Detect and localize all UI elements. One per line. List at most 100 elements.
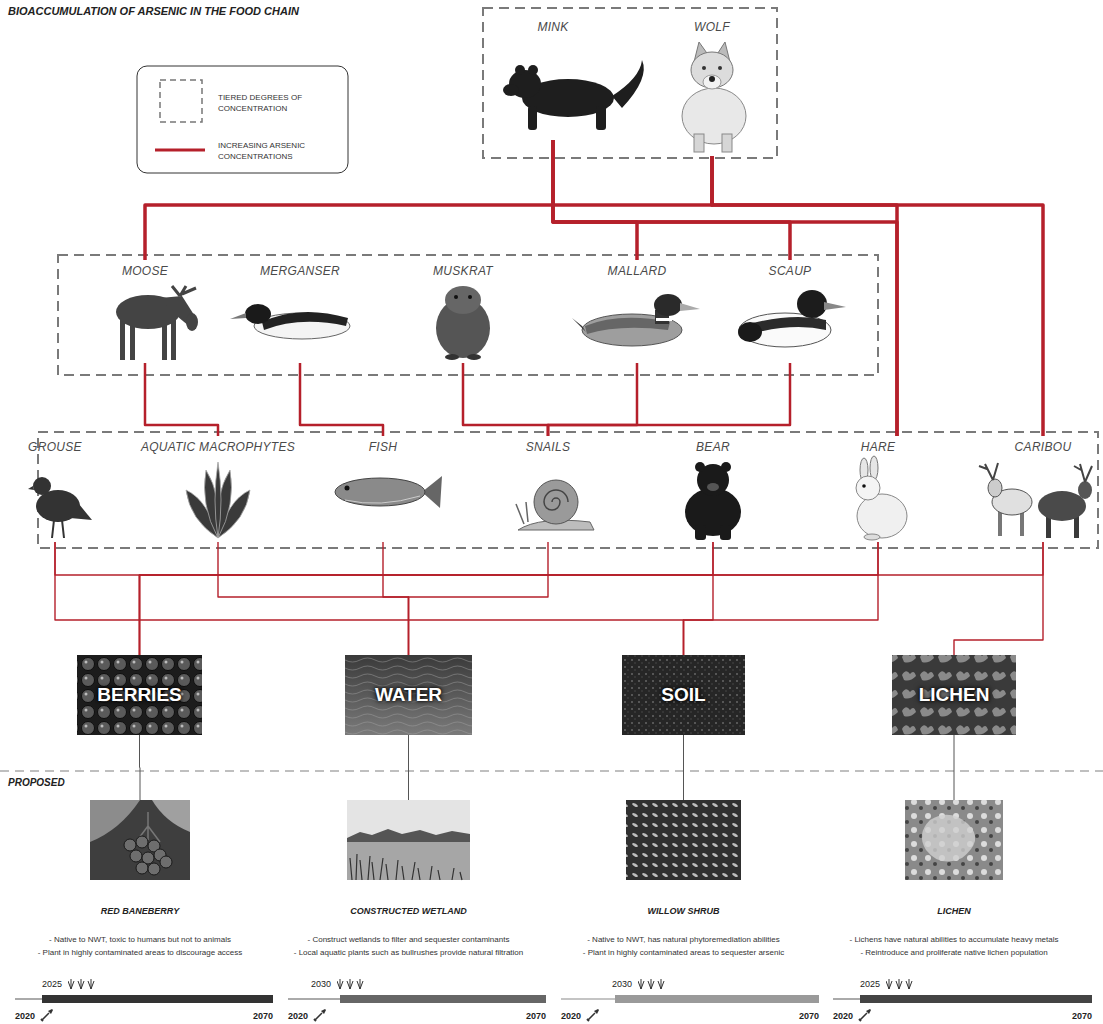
legend-sample bbox=[155, 80, 205, 150]
snail-icon bbox=[516, 502, 528, 524]
willow-photo bbox=[626, 800, 741, 880]
legend-sample bbox=[155, 149, 205, 152]
wolf-icon bbox=[722, 134, 732, 152]
fish-icon bbox=[335, 478, 425, 506]
food-chain-link bbox=[145, 156, 712, 260]
timeline-year: 2025 bbox=[860, 979, 880, 990]
wolf-icon bbox=[691, 52, 733, 88]
timeline-bar bbox=[288, 998, 340, 1000]
animal-node: CARIBOU bbox=[988, 436, 1098, 542]
caribou-icon bbox=[979, 463, 998, 480]
shovel-icon bbox=[859, 1009, 871, 1021]
timeline-year: 2070 bbox=[526, 1011, 546, 1022]
proposal-name: LICHEN bbox=[937, 906, 971, 917]
food-chain-link bbox=[684, 542, 714, 655]
food-chain-link bbox=[712, 156, 897, 436]
animal-name: GROUSE bbox=[28, 440, 82, 454]
food-chain-link bbox=[463, 363, 548, 436]
food-chain-link bbox=[553, 140, 637, 260]
food-chain-link bbox=[683, 735, 684, 800]
moose-icon bbox=[186, 313, 198, 331]
wetland-photo bbox=[347, 842, 470, 880]
legend-frame bbox=[137, 66, 348, 173]
baneberry-photo bbox=[124, 839, 136, 851]
moose-icon bbox=[120, 318, 125, 360]
food-chain-link bbox=[55, 542, 140, 655]
food-chain-link bbox=[140, 542, 879, 655]
planting-icon bbox=[68, 979, 94, 989]
animal-name: FISH bbox=[369, 440, 398, 454]
timeline-bar bbox=[833, 998, 860, 1000]
lichen-photo bbox=[892, 655, 1016, 735]
proposal-note: - Native to NWT, has natural phytoremedi… bbox=[587, 933, 780, 946]
wolf-icon bbox=[682, 42, 746, 152]
legend-text: INCREASING ARSENIC CONCENTRATIONS bbox=[218, 140, 338, 162]
food-chain-link bbox=[409, 542, 549, 655]
merganser-icon bbox=[245, 304, 271, 324]
food-chain-link bbox=[553, 140, 790, 260]
resource-name: BERRIES bbox=[97, 684, 181, 706]
food-chain-link bbox=[300, 363, 383, 436]
planting-icon bbox=[337, 979, 363, 989]
food-chain-link bbox=[218, 542, 409, 655]
bear-icon bbox=[695, 462, 705, 472]
mallard-icon bbox=[680, 303, 700, 311]
animal-node: GROUSE bbox=[24, 436, 86, 542]
mallard-icon bbox=[582, 314, 682, 346]
resource-tile: SOIL bbox=[622, 655, 745, 735]
mallard-icon bbox=[656, 318, 672, 321]
animal-name: MERGANSER bbox=[260, 264, 340, 278]
fish-icon bbox=[345, 496, 420, 503]
scaup-icon bbox=[824, 302, 846, 310]
muskrat-icon bbox=[454, 295, 458, 299]
proposal-name: CONSTRUCTED WETLAND bbox=[350, 906, 467, 917]
hare-icon bbox=[856, 476, 880, 500]
planting-icon bbox=[638, 979, 664, 989]
mallard-icon bbox=[654, 294, 682, 316]
snail-icon bbox=[534, 480, 578, 524]
wolf-icon bbox=[694, 134, 704, 152]
proposal-note: - Plant in highly contaminated areas to … bbox=[38, 946, 243, 959]
animal-name: WOLF bbox=[694, 20, 730, 34]
timeline-bar bbox=[340, 995, 546, 1003]
diagram-title: BIOACCUMULATION OF ARSENIC IN THE FOOD C… bbox=[8, 5, 299, 17]
soil-photo bbox=[622, 655, 745, 735]
caribou-icon bbox=[1038, 491, 1086, 521]
planting-icon bbox=[68, 979, 912, 989]
water-photo bbox=[345, 655, 472, 735]
animal-node: HARE bbox=[843, 436, 913, 542]
food-chain-link bbox=[548, 363, 790, 436]
food-chain-link bbox=[553, 140, 897, 436]
lichen-crust-photo bbox=[905, 800, 1003, 880]
animal-node: MERGANSER bbox=[245, 260, 355, 363]
shovel-icon bbox=[41, 1009, 53, 1021]
bear-icon bbox=[695, 525, 706, 540]
animal-node: WOLF bbox=[667, 16, 757, 156]
wolf-icon bbox=[709, 76, 715, 82]
proposal-node: CONSTRUCTED WETLAND - Construct wetlands … bbox=[291, 800, 527, 959]
timeline-year: 2030 bbox=[612, 979, 632, 990]
lichen-crust-photo bbox=[905, 800, 1003, 880]
mink-icon bbox=[596, 106, 606, 130]
baneberry-photo bbox=[90, 800, 140, 842]
scaup-icon bbox=[739, 313, 831, 347]
timeline-year: 2030 bbox=[311, 979, 331, 990]
proposal-note: - Construct wetlands to filter and seque… bbox=[308, 933, 510, 946]
grouse-icon bbox=[52, 520, 64, 538]
animal-name: MINK bbox=[537, 20, 568, 34]
aquatic-macrophyte-icon bbox=[186, 462, 250, 538]
hare-icon bbox=[862, 484, 866, 488]
animal-node: BEAR bbox=[678, 436, 748, 542]
food-chain-link bbox=[55, 542, 684, 655]
baneberry-photo bbox=[90, 800, 190, 880]
tier-box bbox=[58, 255, 878, 375]
scaup-icon bbox=[738, 290, 846, 347]
caribou-icon bbox=[1074, 464, 1092, 482]
grouse-icon bbox=[33, 477, 51, 495]
proposal-note: - Reintroduce and proliferate native lic… bbox=[860, 946, 1047, 959]
resource-name: LICHEN bbox=[919, 684, 990, 706]
proposal-note: - Local aquatic plants such as bullrushe… bbox=[294, 946, 523, 959]
willow-photo bbox=[626, 800, 741, 880]
lichen-photo bbox=[892, 655, 1016, 735]
resource-tile: WATER bbox=[345, 655, 472, 735]
